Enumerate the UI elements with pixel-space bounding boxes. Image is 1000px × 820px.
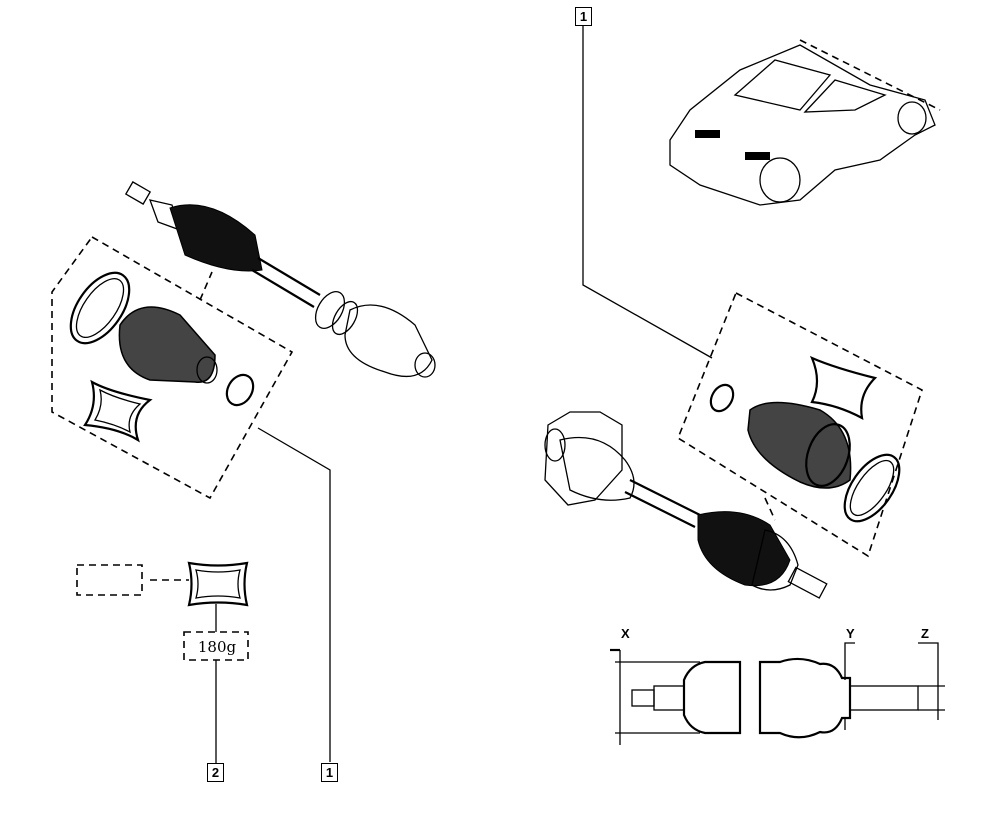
dimension-z-label: Z	[921, 626, 929, 641]
right-drive-shaft	[544, 411, 828, 599]
left-repair-kit-outline	[51, 235, 294, 500]
optional-part-dashed-box	[76, 564, 143, 596]
right-kit-parts	[709, 355, 901, 523]
boot-dimension-diagram	[610, 642, 945, 745]
vehicle-location-icon	[669, 39, 941, 206]
left-kit-parts	[69, 271, 255, 443]
leader-lines	[215, 26, 713, 763]
dimension-x-label: X	[621, 626, 630, 641]
dimension-y-label: Y	[846, 626, 855, 641]
left-drive-shaft	[124, 181, 436, 378]
right-repair-kit-outline	[677, 291, 923, 558]
callout-1-top: 1	[575, 7, 592, 26]
grease-sachet-icon	[187, 561, 249, 607]
callout-1-bottom: 1	[321, 763, 338, 782]
grease-quantity-label: 180g	[197, 638, 237, 656]
callout-2-bottom: 2	[207, 763, 224, 782]
grease-section	[76, 561, 249, 661]
